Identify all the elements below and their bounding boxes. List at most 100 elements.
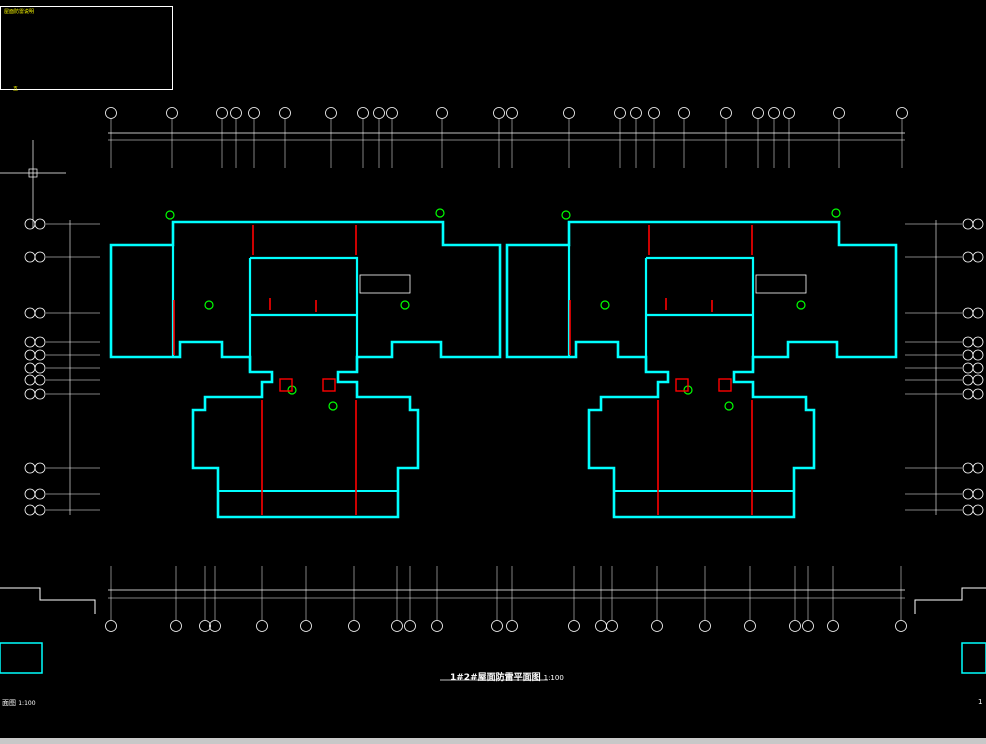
axis-bubble-bottom (595, 620, 607, 632)
axis-bubble-right (962, 251, 974, 263)
axis-bubble-left (34, 388, 46, 400)
axis-bubble-right (972, 218, 984, 230)
axis-bubble-top (436, 107, 448, 119)
design-notes-block: 屋面防雷说明 五 (0, 6, 173, 92)
note-line: 五 (13, 86, 19, 92)
axis-bubble-right (962, 488, 974, 500)
stair-block (755, 274, 807, 294)
axis-bubble-left (24, 388, 36, 400)
axis-bubble-left (24, 251, 36, 263)
air-terminal-marker (204, 300, 214, 310)
note-line: 屋面防雷说明 (4, 9, 35, 15)
axis-bubble-top (325, 107, 337, 119)
axis-bubble-left (24, 362, 36, 374)
axis-bubble-bottom (256, 620, 268, 632)
roof-vent-box (279, 378, 293, 392)
air-terminal-marker (831, 208, 841, 218)
air-terminal-marker (796, 300, 806, 310)
axis-bubble-top (563, 107, 575, 119)
axis-bubble-right (972, 488, 984, 500)
axis-bubble-top (166, 107, 178, 119)
right-detail-section (961, 642, 986, 674)
air-terminal-marker (600, 300, 610, 310)
axis-bubble-right (972, 362, 984, 374)
axis-bubble-left (34, 349, 46, 361)
axis-bubble-right (972, 336, 984, 348)
axis-bubble-right (972, 251, 984, 263)
axis-bubble-bottom (105, 620, 117, 632)
axis-bubble-left (24, 488, 36, 500)
axis-bubble-bottom (568, 620, 580, 632)
axis-bubble-bottom (404, 620, 416, 632)
air-terminal-marker (165, 210, 175, 220)
axis-bubble-top (357, 107, 369, 119)
axis-bubble-bottom (491, 620, 503, 632)
axis-bubble-bottom (199, 620, 211, 632)
right-partial-view-label: 1 (978, 698, 983, 706)
interior-wall (250, 256, 359, 372)
axis-bubble-left (24, 349, 36, 361)
air-terminal-marker (561, 210, 571, 220)
axis-bubble-right (962, 307, 974, 319)
axis-bubble-bottom (431, 620, 443, 632)
axis-bubble-top (105, 107, 117, 119)
axis-bubble-right (962, 388, 974, 400)
axis-bubble-bottom (506, 620, 518, 632)
axis-bubble-left (24, 504, 36, 516)
axis-bubble-top (279, 107, 291, 119)
axis-bubble-bottom (789, 620, 801, 632)
axis-bubble-top (373, 107, 385, 119)
axis-bubble-right (962, 504, 974, 516)
axis-bubble-left (34, 488, 46, 500)
axis-bubble-left (34, 251, 46, 263)
air-terminal-marker (435, 208, 445, 218)
axis-bubble-top (783, 107, 795, 119)
drawing-title-scale: 1:100 (543, 674, 564, 682)
left-partial-view-label: 面图 1:100 (2, 698, 36, 708)
left-detail-section (0, 642, 43, 674)
axis-bubble-left (34, 307, 46, 319)
left-partial-label-text: 面图 (2, 699, 16, 707)
left-partial-label-scale: 1:100 (18, 700, 36, 707)
axis-bubble-right (972, 374, 984, 386)
axis-bubble-right (972, 349, 984, 361)
roof-parapet-outline (505, 220, 898, 519)
axis-bubble-left (24, 374, 36, 386)
axis-bubble-bottom (651, 620, 663, 632)
axis-bubble-bottom (391, 620, 403, 632)
air-terminal-marker (724, 401, 734, 411)
right-detail-outline (914, 587, 986, 614)
roof-vent-box (718, 378, 732, 392)
axis-bubble-top (833, 107, 845, 119)
axis-bubble-left (34, 374, 46, 386)
axis-bubble-bottom (606, 620, 618, 632)
axis-bubble-top (768, 107, 780, 119)
viewport-bottom-strip (0, 738, 986, 744)
axis-bubble-right (972, 504, 984, 516)
air-terminal-marker (328, 401, 338, 411)
axis-bubble-bottom (827, 620, 839, 632)
axis-bubble-top (648, 107, 660, 119)
axis-bubble-left (24, 218, 36, 230)
axis-bubble-right (962, 374, 974, 386)
axis-bubble-right (962, 218, 974, 230)
axis-bubble-top (630, 107, 642, 119)
axis-bubble-top (216, 107, 228, 119)
axis-bubble-bottom (699, 620, 711, 632)
axis-bubble-top (614, 107, 626, 119)
axis-bubble-right (962, 349, 974, 361)
ucs-crosshair (28, 168, 38, 178)
axis-bubble-left (34, 504, 46, 516)
axis-bubble-top (678, 107, 690, 119)
axis-bubble-left (34, 218, 46, 230)
axis-bubble-bottom (744, 620, 756, 632)
axis-bubble-left (24, 307, 36, 319)
axis-bubble-bottom (300, 620, 312, 632)
axis-bubble-left (34, 462, 46, 474)
left-detail-outline (0, 587, 96, 614)
axis-bubble-bottom (170, 620, 182, 632)
axis-bubble-right (962, 462, 974, 474)
axis-bubble-bottom (348, 620, 360, 632)
